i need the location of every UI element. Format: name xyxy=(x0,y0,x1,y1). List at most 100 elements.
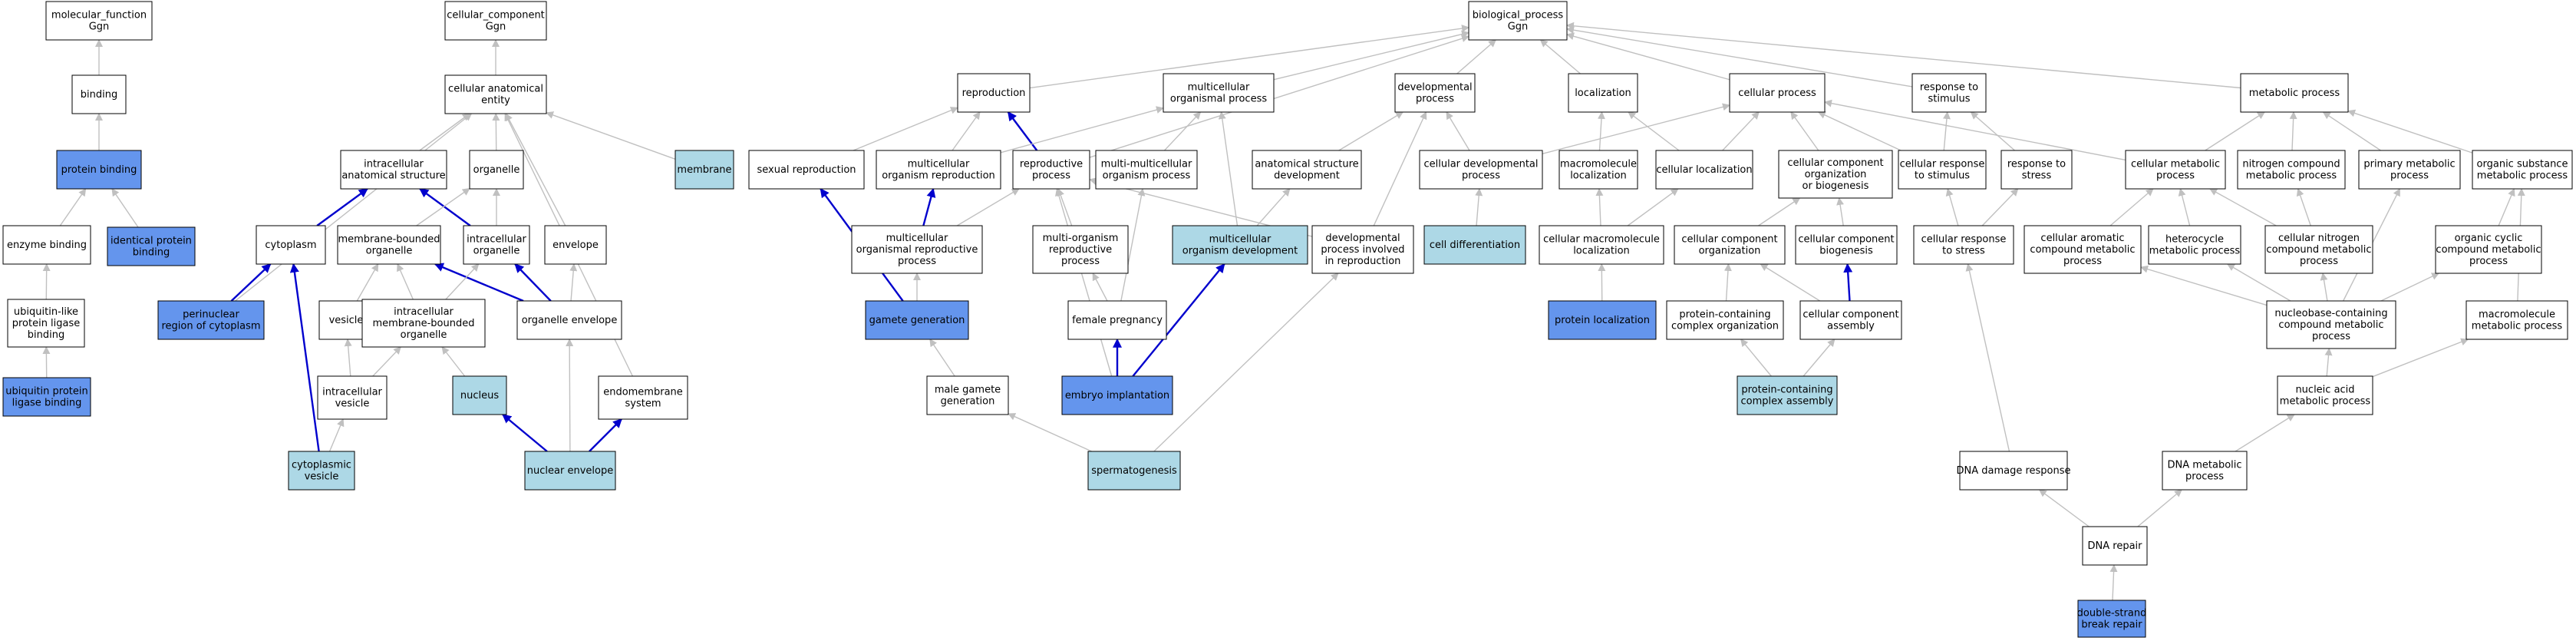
term-label: organismal process xyxy=(1170,93,1267,104)
term-node-organelle[interactable]: organelle xyxy=(469,150,524,190)
term-box xyxy=(748,150,865,190)
term-label: compound metabolic xyxy=(2278,319,2383,331)
term-node-protloc[interactable]: protein localization xyxy=(1548,300,1657,340)
term-label: multicellular xyxy=(908,158,970,170)
term-node-celldiff[interactable]: cell differentiation xyxy=(1423,225,1526,265)
term-box xyxy=(1067,300,1167,340)
term-node-repro[interactable]: reproduction xyxy=(957,73,1031,113)
edge-dnarep-to-dnamp xyxy=(2137,489,2182,527)
term-label: protein-containing xyxy=(1679,309,1770,320)
term-label: organism reproduction xyxy=(882,170,995,181)
term-box xyxy=(1568,73,1638,113)
term-node-nucenv[interactable]: nuclear envelope xyxy=(524,451,616,491)
term-node-binding[interactable]: binding xyxy=(71,74,127,114)
term-label: development xyxy=(1274,170,1340,181)
term-label: process xyxy=(2185,471,2224,482)
term-node-metp[interactable]: metabolic process xyxy=(2240,73,2349,113)
term-node-enzbind[interactable]: enzyme binding xyxy=(2,225,91,265)
term-label: system xyxy=(625,398,661,409)
term-node-envelope[interactable]: envelope xyxy=(544,225,607,265)
edge-osmp-to-metp xyxy=(2347,109,2473,154)
term-node-loc[interactable]: localization xyxy=(1568,73,1638,113)
term-label: organism process xyxy=(1103,170,1191,181)
term-node-cellp[interactable]: cellular process xyxy=(1729,73,1826,113)
term-label: nucleobase-containing xyxy=(2274,308,2387,319)
term-node-dnarep[interactable]: DNA repair xyxy=(2082,526,2148,566)
term-node-spermato[interactable]: spermatogenesis xyxy=(1087,451,1181,491)
term-node-cytoplasm[interactable]: cytoplasm xyxy=(256,225,326,265)
term-node-cellloc[interactable]: cellular localization xyxy=(1655,150,1753,190)
term-node-embimp[interactable]: embryo implantation xyxy=(1061,375,1173,415)
term-node-fpreg[interactable]: female pregnancy xyxy=(1067,300,1167,340)
term-box xyxy=(1548,300,1657,340)
term-node-orgenv[interactable]: organelle envelope xyxy=(516,300,622,340)
term-label: intracellular xyxy=(322,386,382,398)
term-node-nucleus[interactable]: nucleus xyxy=(452,375,507,415)
edge-celldevp-to-devp xyxy=(1446,111,1470,151)
term-node-membrane[interactable]: membrane xyxy=(675,150,734,190)
term-node-protbind[interactable]: protein binding xyxy=(56,150,142,190)
term-node-sexrep[interactable]: sexual reproduction xyxy=(748,150,865,190)
term-node-dnadr[interactable]: DNA damage response xyxy=(1956,451,2071,491)
edge-imbo-to-io xyxy=(445,263,480,300)
term-label: embryo implantation xyxy=(1065,390,1169,401)
edge-fpreg-to-mmop xyxy=(1120,188,1146,302)
edge-iv-to-imbo xyxy=(372,346,401,377)
term-label: complex assembly xyxy=(1741,395,1834,407)
term-node-gamgen[interactable]: gamete generation xyxy=(865,300,969,340)
edge-nccmp-to-cncmp xyxy=(2320,273,2328,302)
